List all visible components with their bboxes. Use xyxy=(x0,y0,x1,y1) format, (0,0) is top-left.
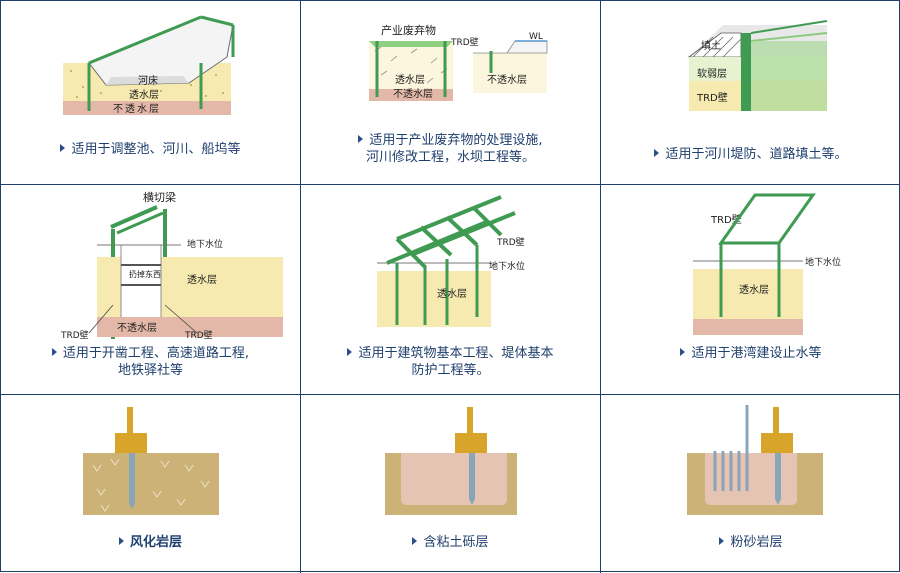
caption: 适用于调整池、河川、船坞等 xyxy=(1,141,300,158)
caption-text: 适用于调整池、河川、船坞等 xyxy=(71,142,241,157)
cell-excavation: 横切梁 地下水位 扔掉东西 透水层 不透水层 TRD壁 TRD壁 适用于开凿工程… xyxy=(1,185,301,395)
caption-bullet-icon xyxy=(118,537,124,545)
cell-harbour: TRD壁 地下水位 透水层 适用于港湾建设止水等 xyxy=(601,185,900,395)
caption: 适用于港湾建设止水等 xyxy=(601,345,900,362)
label-groundwater: 地下水位 xyxy=(187,238,223,250)
caption: 粉砂岩层 xyxy=(601,534,900,551)
harbour-illustration: TRD壁 地下水位 透水层 xyxy=(693,193,841,335)
caption-text: 含粘土砾层 xyxy=(423,535,489,550)
label-impermeable-right: 不透水层 xyxy=(487,74,527,86)
label-beam: 横切梁 xyxy=(143,190,176,204)
caption-bullet-icon xyxy=(654,149,660,157)
caption-line-2: 防护工程等。 xyxy=(411,363,490,378)
label-impermeable: 不透水层 xyxy=(113,103,161,115)
label-impermeable: 不透水层 xyxy=(393,88,433,100)
caption: 适用于建筑物基本工程、堤体基本 防护工程等。 xyxy=(301,345,600,379)
cell-siltstone: 粉砂岩层 xyxy=(601,395,900,573)
caption-line-2: 河川修改工程，水坝工程等。 xyxy=(365,150,535,165)
caption: 适用于河川堤防、道路填土等。 xyxy=(601,146,900,163)
label-riverbed: 河床 xyxy=(138,74,158,87)
caption-bullet-icon xyxy=(358,135,364,143)
label-trd-left: TRD壁 xyxy=(60,329,89,341)
label-brace: 扔掉东西 xyxy=(129,269,161,279)
caption-text: 风化岩层 xyxy=(129,535,182,550)
caption-line-1: 适用于开凿工程、高速道路工程, xyxy=(62,346,250,361)
excavation-illustration: 横切梁 地下水位 扔掉东西 透水层 不透水层 TRD壁 TRD壁 xyxy=(60,190,283,341)
label-fill: 填土 xyxy=(701,39,721,52)
label-permeable: 透水层 xyxy=(739,284,769,296)
levee-illustration: 填土 软弱层 TRD壁 xyxy=(687,20,828,111)
caption: 适用于产业废弃物的处理设施, 河川修改工程，水坝工程等。 xyxy=(301,132,600,166)
label-permeable: 透水层 xyxy=(129,89,159,101)
label-permeable: 透水层 xyxy=(437,288,467,300)
caption-text: 适用于港湾建设止水等 xyxy=(691,346,822,361)
clay-gravel-illustration xyxy=(385,407,517,515)
caption-line-1: 适用于产业废弃物的处理设施, xyxy=(369,133,543,148)
weathered-rock-illustration xyxy=(83,407,219,515)
caption-bullet-icon xyxy=(60,144,66,152)
cell-clay-gravel: 含粘土砾层 xyxy=(301,395,601,573)
label-waste: 产业废弃物 xyxy=(381,23,436,37)
foundation-grid-illustration: TRD壁 地下水位 透水层 xyxy=(377,195,525,327)
label-trd: TRD壁 xyxy=(496,236,525,248)
cell-river-ponds: 河床 透水层 不透水层 适用于调整池、河川、船坞等 xyxy=(1,1,301,185)
caption: 风化岩层 xyxy=(1,534,300,551)
label-groundwater: 地下水位 xyxy=(805,256,841,268)
siltstone-illustration xyxy=(687,405,823,515)
label-soft: 软弱层 xyxy=(697,67,727,80)
label-wl: WL xyxy=(529,32,543,42)
label-permeable: 透水层 xyxy=(395,74,425,86)
river-cross-section-illustration: 河床 透水层 不透水层 xyxy=(63,15,235,115)
caption-line-2: 地铁驿社等 xyxy=(117,363,183,378)
caption: 适用于开凿工程、高速道路工程, 地铁驿社等 xyxy=(1,345,300,379)
caption-text: 粉砂岩层 xyxy=(730,535,783,550)
caption-text: 适用于河川堤防、道路填土等。 xyxy=(665,147,848,162)
label-trd-right: TRD壁 xyxy=(184,329,213,341)
cell-weathered-rock: 风化岩层 xyxy=(1,395,301,573)
label-trd: TRD壁 xyxy=(450,36,479,48)
cell-levee-embankment: 填土 软弱层 TRD壁 适用于河川堤防、道路填土等。 xyxy=(601,1,900,185)
label-permeable: 透水层 xyxy=(187,274,217,286)
caption-bullet-icon xyxy=(412,537,418,545)
label-groundwater: 地下水位 xyxy=(489,260,525,272)
caption-bullet-icon xyxy=(719,537,725,545)
cell-building-foundation: TRD壁 地下水位 透水层 适用于建筑物基本工程、堤体基本 防护工程等。 xyxy=(301,185,601,395)
caption: 含粘土砾层 xyxy=(301,534,600,551)
label-trd: TRD壁 xyxy=(696,91,728,104)
caption-bullet-icon xyxy=(51,348,57,356)
label-impermeable: 不透水层 xyxy=(117,322,157,334)
caption-bullet-icon xyxy=(347,348,353,356)
cell-industrial-waste: 产业废弃物 TRD壁 透水层 不透水层 WL 不透水层 适用于产业废弃物的处理设… xyxy=(301,1,601,185)
caption-line-1: 适用于建筑物基本工程、堤体基本 xyxy=(358,346,554,361)
waste-facility-illustration: 产业废弃物 TRD壁 透水层 不透水层 WL 不透水层 xyxy=(369,23,548,101)
caption-bullet-icon xyxy=(680,348,686,356)
